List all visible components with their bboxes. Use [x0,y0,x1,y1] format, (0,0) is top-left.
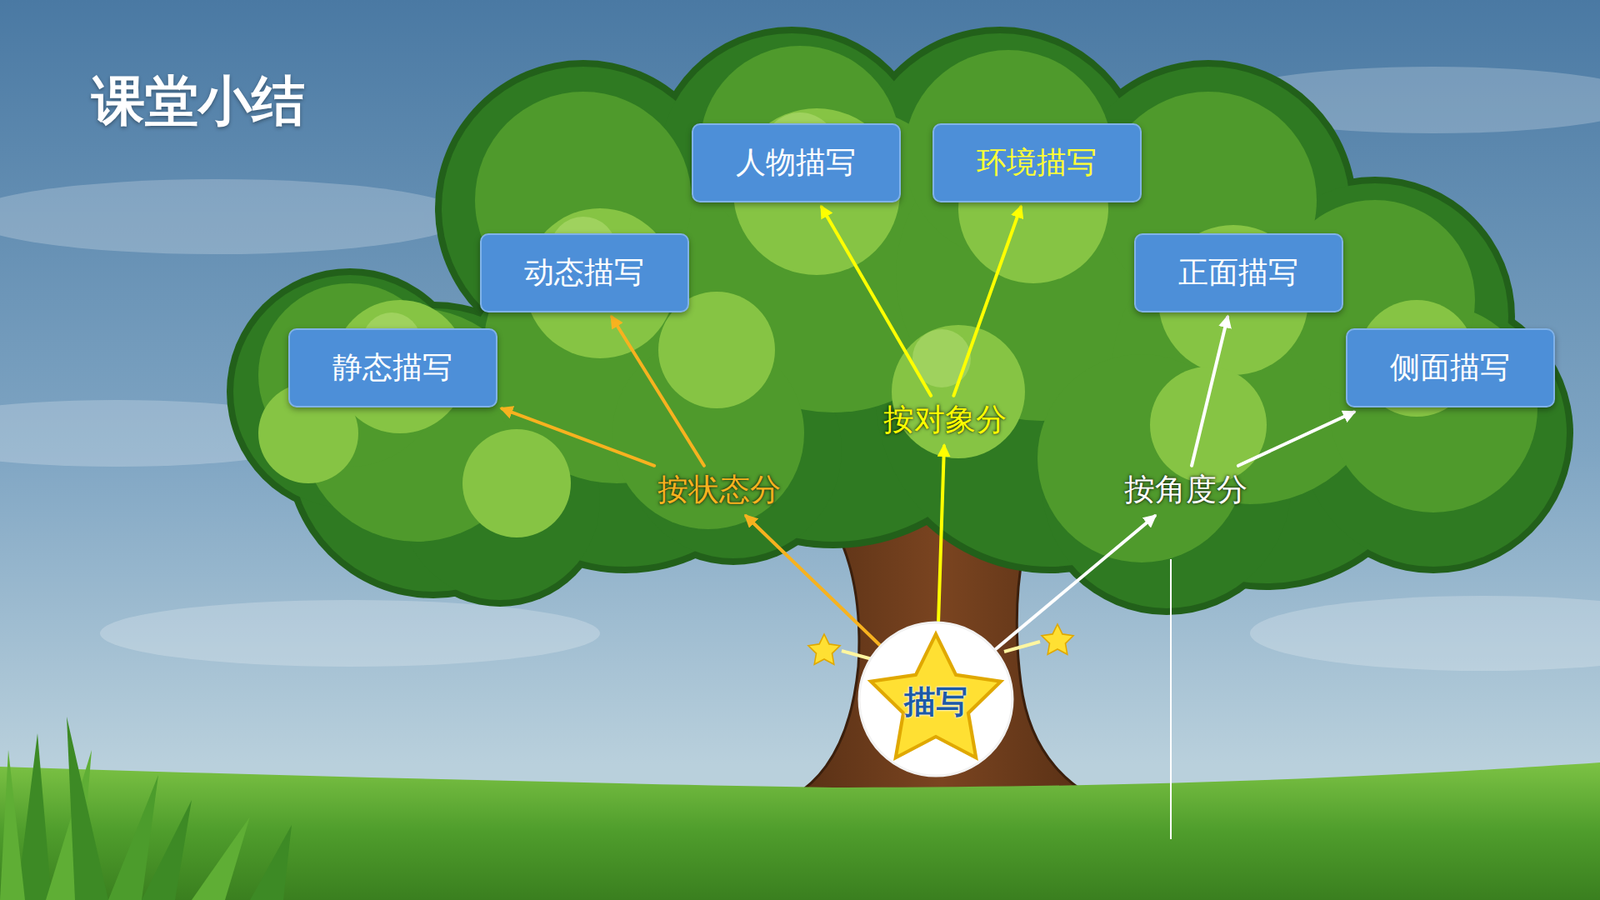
box-text: 正面描写 [1178,254,1299,290]
label-text: 按对象分 [883,401,1007,439]
category-box: 人物描写 [691,123,901,203]
arrow-connector [995,515,1155,649]
arrow-connector [1238,412,1355,466]
star-text: 描写 [904,683,968,722]
sparkle-stars [1004,641,1040,652]
arrow-connector [611,317,705,466]
sparkle-stars [1041,624,1074,655]
grass-blades [191,816,250,900]
box-text: 环境描写 [976,144,1097,180]
category-label: 按角度分 [1119,469,1253,511]
clouds [0,66,1600,671]
grass-blades [141,800,192,900]
arrow-connector [502,408,655,465]
tree-canopy [233,33,1567,609]
clouds [1250,595,1600,671]
category-label: 按对象分 [878,399,1012,441]
slide-title: 课堂小结 [91,65,305,138]
tree-canopy [226,26,1574,615]
arrow-connector [745,515,880,645]
grass-blades [0,716,292,900]
tree-canopy [258,108,1475,538]
tree-canopy [1150,366,1267,484]
label-text: 按状态分 [657,471,781,509]
grass-blades [0,750,25,900]
star-shape [870,634,1001,758]
clouds [100,600,600,667]
label-text: 按角度分 [1124,471,1248,509]
grass-blades [66,716,109,900]
star-halo [859,622,1013,776]
category-box: 动态描写 [480,233,690,313]
tree-canopy [258,45,1538,563]
arrow-connector [821,207,931,396]
category-label: 按状态分 [652,469,786,511]
clouds [0,179,467,255]
guide-line [1170,559,1172,840]
arrow-connector [938,445,945,621]
sparkle-stars [808,634,840,665]
grass-blades [108,775,159,900]
connector-layer [502,207,1355,650]
category-box: 正面描写 [1134,233,1344,313]
category-box: 静态描写 [288,328,498,408]
box-text: 人物描写 [735,144,856,180]
category-box: 侧面描写 [1345,328,1555,408]
box-text: 静态描写 [332,349,453,385]
category-box: 环境描写 [932,123,1142,203]
grass-hill [0,762,1600,900]
tree-canopy [462,429,571,538]
box-text: 侧面描写 [1390,349,1510,385]
tree-canopy [226,26,1574,615]
tree-canopy [891,325,1025,459]
grass-blades [250,825,292,900]
box-text: 动态描写 [524,254,645,290]
arrow-connector [1191,317,1228,466]
root-star: 描写 [856,620,1015,779]
arrow-connector [953,207,1021,396]
tree-canopy [958,133,1109,284]
title-text: 课堂小结 [91,70,305,132]
